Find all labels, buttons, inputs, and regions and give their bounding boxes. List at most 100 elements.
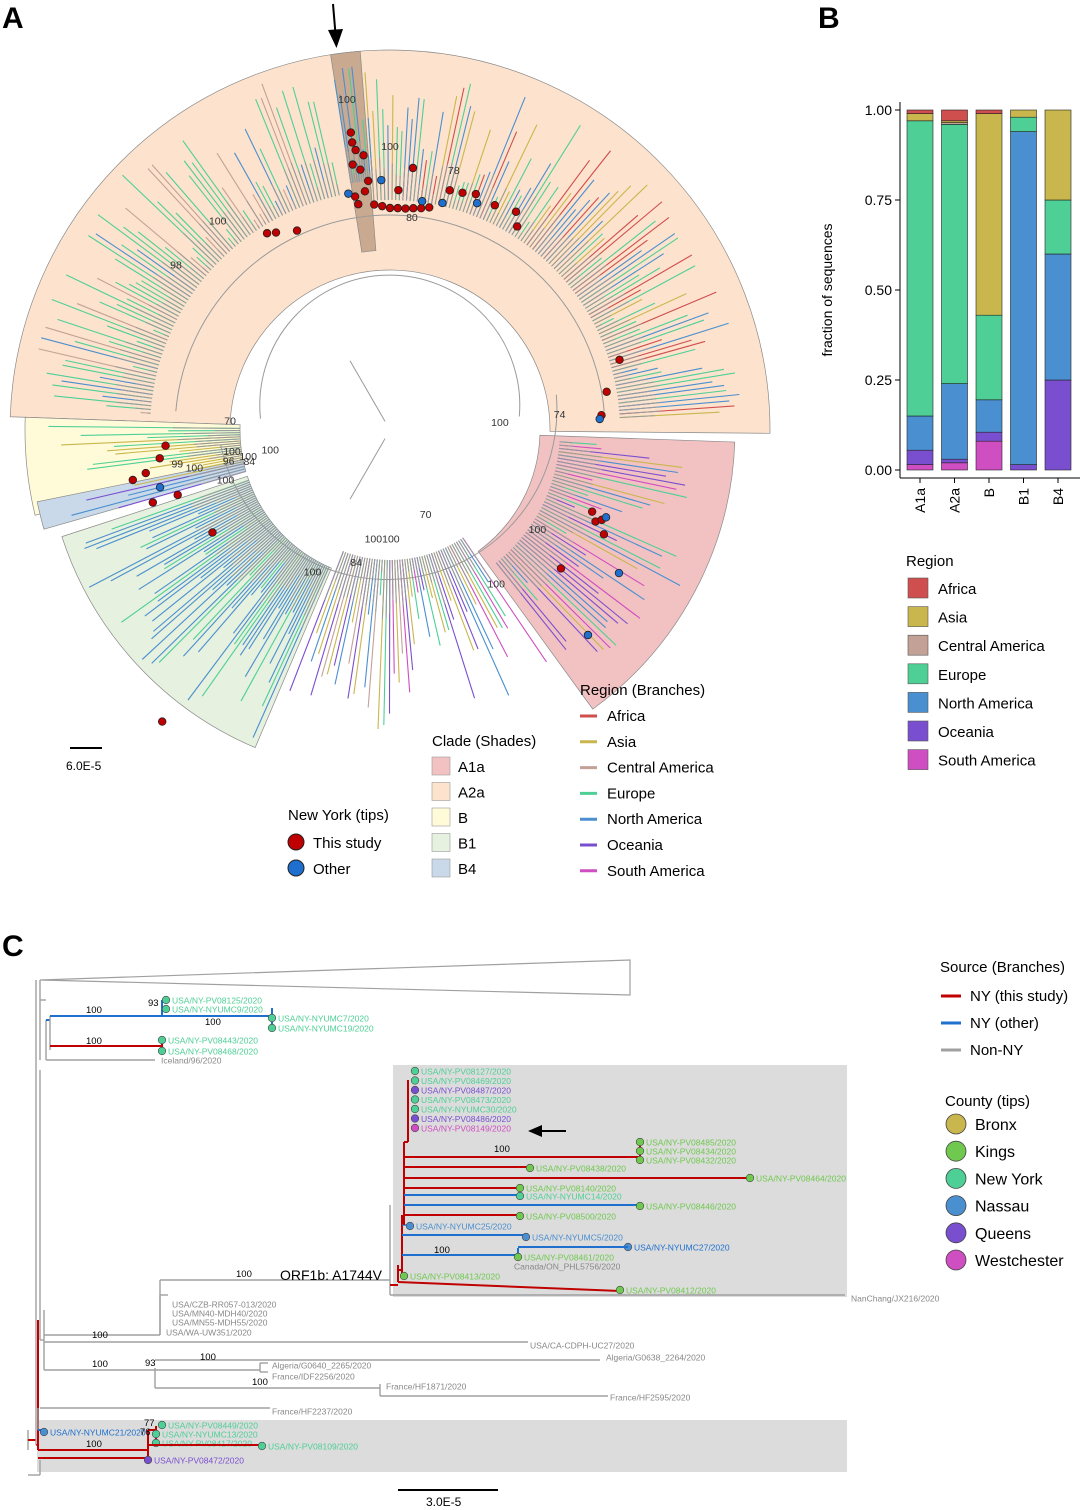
- this-study-tip: [360, 187, 370, 196]
- a1a-leaf-branch: [556, 463, 599, 474]
- tip-label: France/HF2595/2020: [610, 1392, 691, 1402]
- inner-arc: [259, 274, 521, 419]
- tip-marker: [615, 1285, 625, 1295]
- a2a-leaf-branch: [508, 208, 524, 234]
- a1a-leaf-branch: [527, 529, 546, 544]
- a1a-leaf-branch: [508, 551, 543, 587]
- tip-label: USA/NY-PV08468/2020: [168, 1046, 258, 1056]
- a1-root-leaf: [401, 559, 407, 599]
- bar-segment: [975, 113, 1003, 316]
- a1-root-leaf: [394, 559, 397, 603]
- a2a-leaf-branch: [548, 238, 574, 265]
- this-study-tip: [354, 200, 363, 209]
- legend-clade-swatch: [431, 833, 451, 852]
- legend-region-title: Region (Branches): [580, 682, 705, 699]
- legend-label: Asia: [938, 610, 968, 627]
- tip-label: USA/NY-PV08109/2020: [268, 1441, 358, 1451]
- a1a-leaf-branch: [538, 512, 574, 534]
- clade-shade-b1: [61, 475, 332, 749]
- tip-label: USA/MN55-MDH55/2020: [172, 1317, 268, 1327]
- a2a-leaf-branch: [579, 275, 614, 300]
- tip-label: USA/NY-NYUMC27/2020: [634, 1242, 730, 1252]
- b1-leaf-branch: [305, 565, 326, 607]
- a1-root-leaf: [372, 559, 378, 605]
- a1-root-leaf: [385, 559, 388, 618]
- tip-marker: [635, 1146, 645, 1156]
- tip-marker: [410, 1095, 420, 1104]
- b1-leaf-branch: [217, 491, 254, 509]
- bar-segment: [975, 399, 1003, 433]
- support-value: 100: [494, 1144, 510, 1155]
- b4-leaf-branch: [203, 465, 245, 477]
- a2a-leaf-branch: [257, 225, 261, 229]
- b1-leaf-branch: [227, 508, 263, 531]
- a2a-leaf-branch: [123, 372, 156, 381]
- this-study-tip: [409, 204, 418, 213]
- b1-leaf-branch: [294, 558, 313, 587]
- support-value: 74: [554, 409, 566, 421]
- b1-leaf-branch: [233, 489, 253, 499]
- this-study-tip: [425, 203, 434, 212]
- tip-label: USA/NY-NYUMC30/2020: [421, 1104, 517, 1114]
- this-study-tip: [385, 203, 395, 213]
- legend-swatch: [907, 606, 929, 627]
- bar-segment: [941, 383, 968, 460]
- b1-leaf-branch: [261, 533, 282, 552]
- support-value: 100: [487, 579, 505, 591]
- a1a-leaf-branch: [558, 451, 602, 458]
- a2a-leaf-branch: [227, 210, 248, 238]
- bar-segment: [975, 440, 1003, 471]
- b1-leaf-branch: [275, 548, 299, 579]
- a1a-leaf-branch: [525, 531, 567, 563]
- a2a-leaf-branch: [505, 215, 515, 232]
- a2a-leaf-branch: [117, 393, 153, 399]
- tip-label: USA/NY-PV08486/2020: [421, 1114, 511, 1124]
- a2a-leaf-branch: [226, 201, 251, 236]
- b1-leaf-branch: [226, 520, 271, 555]
- legend-region-label: Asia: [607, 734, 637, 751]
- b1-leaf-branch: [283, 554, 308, 591]
- b1-leaf-branch: [287, 555, 310, 589]
- support-value: 100: [92, 1330, 108, 1341]
- a2a-leaf-branch: [152, 320, 173, 331]
- tip-label: USA/NY-PV08461/2020: [524, 1252, 614, 1262]
- a1a-leaf-branch: [519, 539, 555, 570]
- a1-root-leaf: [447, 546, 459, 568]
- a2a-leaf-branch: [115, 384, 154, 392]
- this-study-tip: [377, 201, 387, 211]
- this-study-tip: [348, 160, 357, 169]
- legend-clade-label: B4: [458, 861, 476, 878]
- a2a-leaf-branch: [502, 217, 510, 230]
- a2a-leaf-branch: [619, 406, 658, 411]
- this-study-tip: [141, 468, 150, 478]
- a2a-leaf-branch: [551, 237, 580, 267]
- a1-root-leaf: [444, 547, 463, 584]
- a2a-leaf-branch: [144, 339, 165, 348]
- panel-label-a: A: [2, 2, 24, 35]
- a2a-leaf-branch: [279, 210, 283, 216]
- a2a-leaf-branch: [561, 262, 577, 278]
- bar-segment: [975, 314, 1003, 401]
- b-leaf-branch: [189, 446, 242, 454]
- b1-leaf-branch: [215, 487, 252, 504]
- tip-label: USA/NY-PV08500/2020: [526, 1211, 616, 1221]
- a2a-leaf-branch: [258, 196, 273, 221]
- this-study-tip: [128, 475, 138, 485]
- a1-root-leaf: [391, 559, 394, 600]
- tip-label: Algeria/G0640_2265/2020: [272, 1360, 372, 1370]
- tip-marker: [521, 1232, 531, 1242]
- a2a-leaf-branch: [612, 363, 642, 372]
- support-value: 96: [223, 455, 235, 467]
- this-study-tip: [271, 228, 281, 237]
- b1-leaf-branch: [278, 544, 294, 563]
- support-value: 98: [170, 260, 182, 272]
- a2a-leaf-branch: [617, 394, 656, 401]
- x-tick-label: B4: [1050, 488, 1066, 505]
- support-value: 100: [236, 1269, 252, 1280]
- other-ny-tip: [595, 414, 604, 424]
- a1-root-leaf: [404, 559, 409, 589]
- legend-clade-label: B1: [458, 836, 476, 853]
- subclade-leaf-branch: [353, 174, 356, 183]
